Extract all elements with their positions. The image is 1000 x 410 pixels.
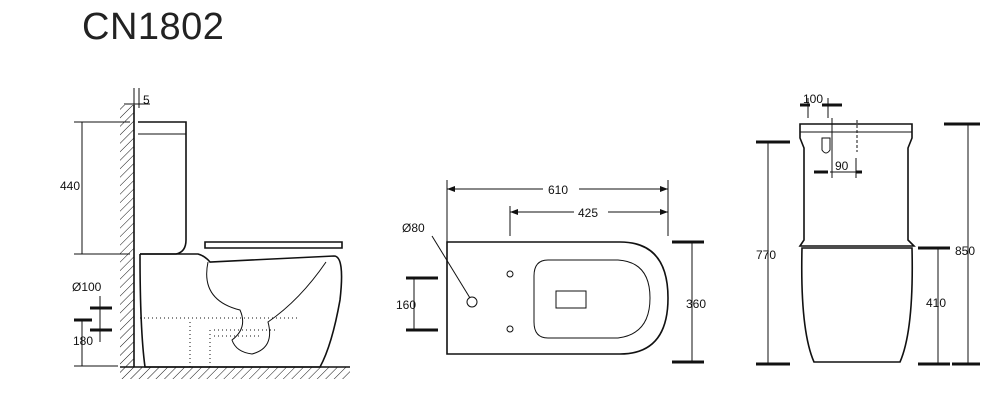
dim-width: 360 [686, 297, 706, 311]
dim-610-arrow-left [447, 186, 455, 192]
top-view: 610 425 Ø80 160 360 [396, 180, 706, 364]
front-view: 100 90 770 410 850 [756, 92, 980, 366]
dim-outlet-height: 180 [73, 334, 93, 348]
top-outline [446, 241, 669, 355]
dim-height-to-bowl-top: 770 [756, 248, 776, 262]
tank-outline [138, 121, 187, 255]
front-button-detail [821, 137, 831, 154]
bowl-outline [139, 253, 343, 368]
drain-rect [555, 290, 587, 309]
model-title: CN1802 [82, 6, 225, 48]
dim-hole-leader [431, 235, 471, 299]
trapway-outline [206, 261, 327, 355]
dim-button-width: 90 [835, 159, 849, 173]
dim-610-bg [543, 182, 579, 196]
floor-hole-circle [466, 296, 478, 308]
dim-outlet-to-front: 425 [578, 206, 598, 220]
wall-hatch [120, 105, 134, 367]
dim-610-arrow-right [660, 186, 668, 192]
dim-total-height: 850 [955, 244, 975, 258]
dim-425-arrow-left [510, 209, 518, 215]
dim-wall-gap: 5 [143, 93, 150, 107]
dim-top-hole-width: 100 [803, 92, 823, 106]
bowl-opening [533, 259, 651, 339]
seat-hole-lower [506, 325, 514, 333]
front-bowl-outline [800, 247, 914, 363]
dim-outlet-diameter: Ø100 [72, 280, 102, 294]
front-tank-outline [798, 123, 916, 247]
floor-hatch [120, 367, 350, 379]
dim-hole-diameter: Ø80 [402, 221, 425, 235]
dim-tank-height: 440 [60, 179, 80, 193]
dim-overall-length: 610 [548, 183, 568, 197]
seat-outline [204, 241, 343, 249]
dim-425-arrow-right [660, 209, 668, 215]
dim-425-bg [574, 205, 608, 219]
side-view: 5 440 Ø100 180 [60, 88, 350, 379]
dim-hole-spacing: 160 [396, 298, 416, 312]
seat-hole-upper [506, 270, 514, 278]
dim-bowl-height: 410 [926, 296, 946, 310]
